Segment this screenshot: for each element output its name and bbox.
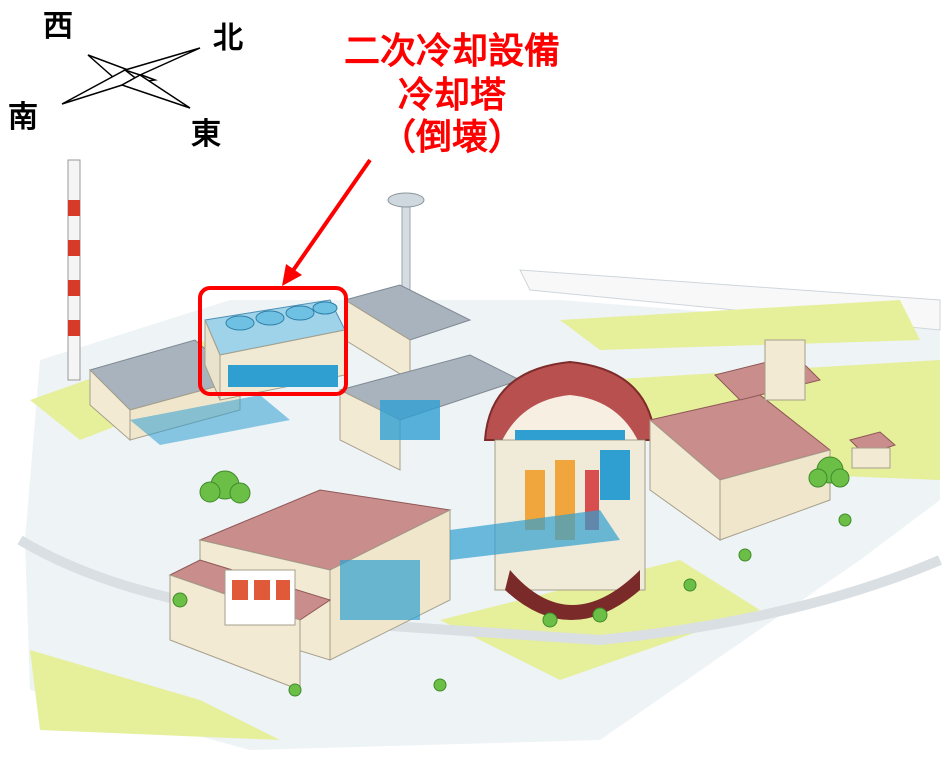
callout-status: （倒壊）: [379, 117, 524, 158]
callout-arrow: [282, 158, 372, 286]
building-front: [168, 489, 620, 691]
compass-south-label: 南: [8, 100, 38, 135]
callout-title: 二次冷却設備: [343, 31, 560, 72]
exhaust-stack: [67, 159, 81, 381]
compass-east-label: 東: [191, 117, 221, 152]
secondary-cooling-tower: [204, 299, 346, 401]
compass-west-label: 西: [43, 9, 73, 44]
callout-subtitle: 冷却塔: [397, 75, 506, 116]
building-east: [648, 339, 896, 541]
turbine-building: [338, 284, 522, 471]
reactor-containment: [483, 360, 657, 620]
compass-rose-icon: [61, 47, 201, 109]
trees: [172, 456, 852, 697]
compass-north-label: 北: [213, 21, 243, 56]
auxiliary-building-west: [89, 339, 290, 445]
cooling-tower-highlight-box: [198, 286, 348, 396]
